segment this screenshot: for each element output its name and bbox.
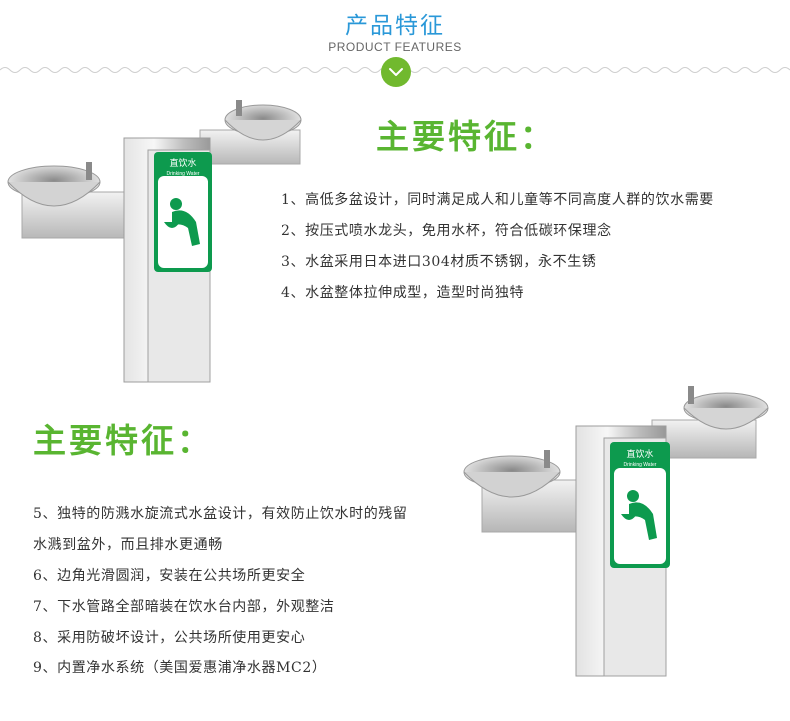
- drinking-person-icon: [164, 198, 200, 246]
- expand-button[interactable]: [381, 57, 411, 87]
- section2-feature-7: 7、下水管路全部暗装在饮水台内部，外观整洁: [33, 599, 335, 615]
- section-header: 产品特征 PRODUCT FEATURES: [0, 0, 790, 95]
- drinking-person-icon: [621, 490, 657, 540]
- section1-feature-1: 1、高低多盆设计，同时满足成人和儿童等不同高度人群的饮水需要: [281, 192, 714, 208]
- section2-feature-5: 5、独特的防溅水旋流式水盆设计，有效防止饮水时的残留: [33, 506, 408, 522]
- section2-feature-5-cont: 水溅到盆外，而且排水更通畅: [33, 537, 223, 553]
- section1-feature-2: 2、按压式喷水龙头，免用水杯，符合低碳环保理念: [281, 223, 612, 239]
- fountain-image-2: 直饮水 Drinking Water: [463, 386, 769, 677]
- section2-feature-8: 8、采用防破坏设计，公共场所使用更安心: [33, 630, 306, 646]
- section1-feature-3: 3、水盆采用日本进口304材质不锈钢，永不生锈: [281, 254, 597, 270]
- page-subtitle: PRODUCT FEATURES: [328, 40, 462, 54]
- section2-feature-9: 9、内置净水系统（美国爱惠浦净水器MC2）: [33, 660, 327, 676]
- sign-label-en: Drinking Water: [167, 171, 200, 177]
- section2-heading: 主要特征：: [33, 421, 213, 460]
- section2-feature-6: 6、边角光滑圆润，安装在公共场所更安全: [33, 568, 306, 584]
- section1-heading: 主要特征：: [376, 117, 556, 156]
- sign-label-cn: 直饮水: [169, 157, 196, 169]
- sign-label-cn-2: 直饮水: [626, 448, 653, 460]
- section1-feature-4: 4、水盆整体拉伸成型，造型时尚独特: [281, 285, 525, 301]
- chevron-down-icon: [389, 68, 403, 76]
- page-title: 产品特征: [345, 13, 445, 39]
- sign-label-en-2: Drinking Water: [624, 462, 657, 468]
- fountain-image-1: 直饮水 Drinking Water: [7, 100, 302, 383]
